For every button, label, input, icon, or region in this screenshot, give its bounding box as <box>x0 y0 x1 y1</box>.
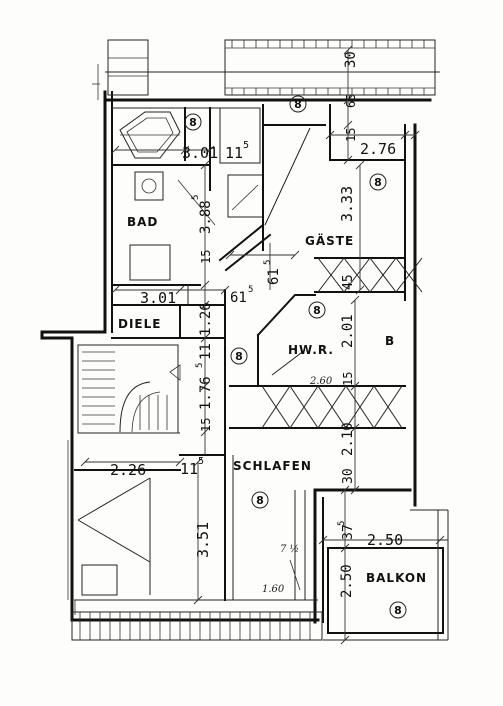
svg-text:8: 8 <box>189 116 197 129</box>
dim-stair-115-sup: 5 <box>198 456 204 467</box>
dim-wall-15c: 15 <box>199 418 213 432</box>
room-label-gaeste: GÄSTE <box>305 233 354 248</box>
dim-top-30: 30 <box>343 51 359 68</box>
dim-gaeste-width: 2.76 <box>360 140 396 158</box>
diele-area <box>111 285 226 433</box>
dimension-labels: 30 65 15 3.01 11 5 2.76 3.33 3.88 5 15 3… <box>110 51 403 598</box>
floor-marker-hall: 8 <box>230 347 248 365</box>
dim-bad-inner-sup: 5 <box>243 140 249 151</box>
room-label-bad: BAD <box>127 215 158 229</box>
floor-marker-hwr: 8 <box>308 301 326 319</box>
room-labels: BAD GÄSTE DIELE HW.R. SCHLAFEN BALKON B <box>118 215 427 585</box>
dim-hall-176: 1.76 <box>198 376 214 410</box>
dim-top-15: 15 <box>344 128 358 142</box>
note-small-b: 7 ½ <box>280 544 299 555</box>
dim-wall-15a: 15 <box>199 250 213 264</box>
floor-marker-gaeste: 8 <box>369 173 387 191</box>
bad-room <box>111 107 216 286</box>
staircase <box>77 344 181 434</box>
dim-side-45: 45 <box>341 274 356 290</box>
handwritten-notes: 2.60 7 ½ 1.60 <box>262 376 333 595</box>
dim-balkon-width: 2.50 <box>367 531 403 549</box>
dim-bad-inner: 11 <box>225 144 243 162</box>
dim-hall-115-sup: 5 <box>195 363 205 368</box>
dim-stair-226: 2.26 <box>110 461 146 479</box>
gaeste-room <box>314 104 423 293</box>
room-label-hwr: HW.R. <box>288 343 334 357</box>
dim-wall-37: 37 <box>341 524 356 540</box>
hwr-room <box>229 294 406 429</box>
svg-text:8: 8 <box>394 604 402 617</box>
floor-marker-bad: 8 <box>184 113 202 131</box>
dim-gaeste-side-61: 61 <box>266 268 282 285</box>
dim-bad-width: 3.01 <box>182 144 218 162</box>
dim-hall-61-sup: 5 <box>248 285 253 295</box>
svg-text:8: 8 <box>294 98 302 111</box>
dim-balkon-height: 2.50 <box>339 564 355 598</box>
dim-hall-61: 61 <box>230 290 247 306</box>
dim-stair-115: 11 <box>180 460 198 478</box>
svg-text:8: 8 <box>313 304 321 317</box>
dim-schlafen-351: 3.51 <box>194 522 212 558</box>
dim-gaeste-height: 3.33 <box>338 186 356 222</box>
dim-diele-width: 3.01 <box>140 289 176 307</box>
svg-text:8: 8 <box>256 494 264 507</box>
dim-wall-30: 30 <box>341 468 356 484</box>
dim-top-65: 65 <box>344 94 358 108</box>
room-side-mark: B <box>385 334 395 348</box>
dim-gaeste-side-61-sup: 5 <box>263 260 273 265</box>
room-label-schlafen: SCHLAFEN <box>233 459 312 473</box>
dim-wall-15b: 15 <box>341 372 355 386</box>
balkon-area <box>323 509 449 641</box>
dimension-lines <box>80 45 445 645</box>
dim-bad-height: 3.88 <box>198 200 214 234</box>
svg-text:8: 8 <box>374 176 382 189</box>
floor-markers: 8 8 8 8 8 8 8 <box>184 95 407 619</box>
dim-hwr-201: 2.01 <box>340 314 356 348</box>
floor-marker-schlafen: 8 <box>251 491 269 509</box>
dim-wall-37-sup: 5 <box>337 521 347 526</box>
bottom-rafters <box>67 440 323 641</box>
dim-schlafen-side-210: 2.10 <box>340 422 356 456</box>
floor-marker-top: 8 <box>289 95 307 113</box>
room-label-balkon: BALKON <box>366 571 427 585</box>
wc-area <box>218 104 326 272</box>
roof-eaves <box>92 39 440 100</box>
room-label-diele: DIELE <box>118 317 161 331</box>
dim-hall-115: 11 <box>198 343 214 360</box>
schlafen-room <box>74 431 306 601</box>
floor-marker-balkon: 8 <box>389 601 407 619</box>
dim-bad-height-sup: 5 <box>191 195 201 200</box>
svg-text:8: 8 <box>235 350 243 363</box>
dim-diele-126: 1.26 <box>198 302 214 336</box>
note-small-a: 2.60 <box>309 376 333 387</box>
note-small-c: 1.60 <box>262 584 285 595</box>
